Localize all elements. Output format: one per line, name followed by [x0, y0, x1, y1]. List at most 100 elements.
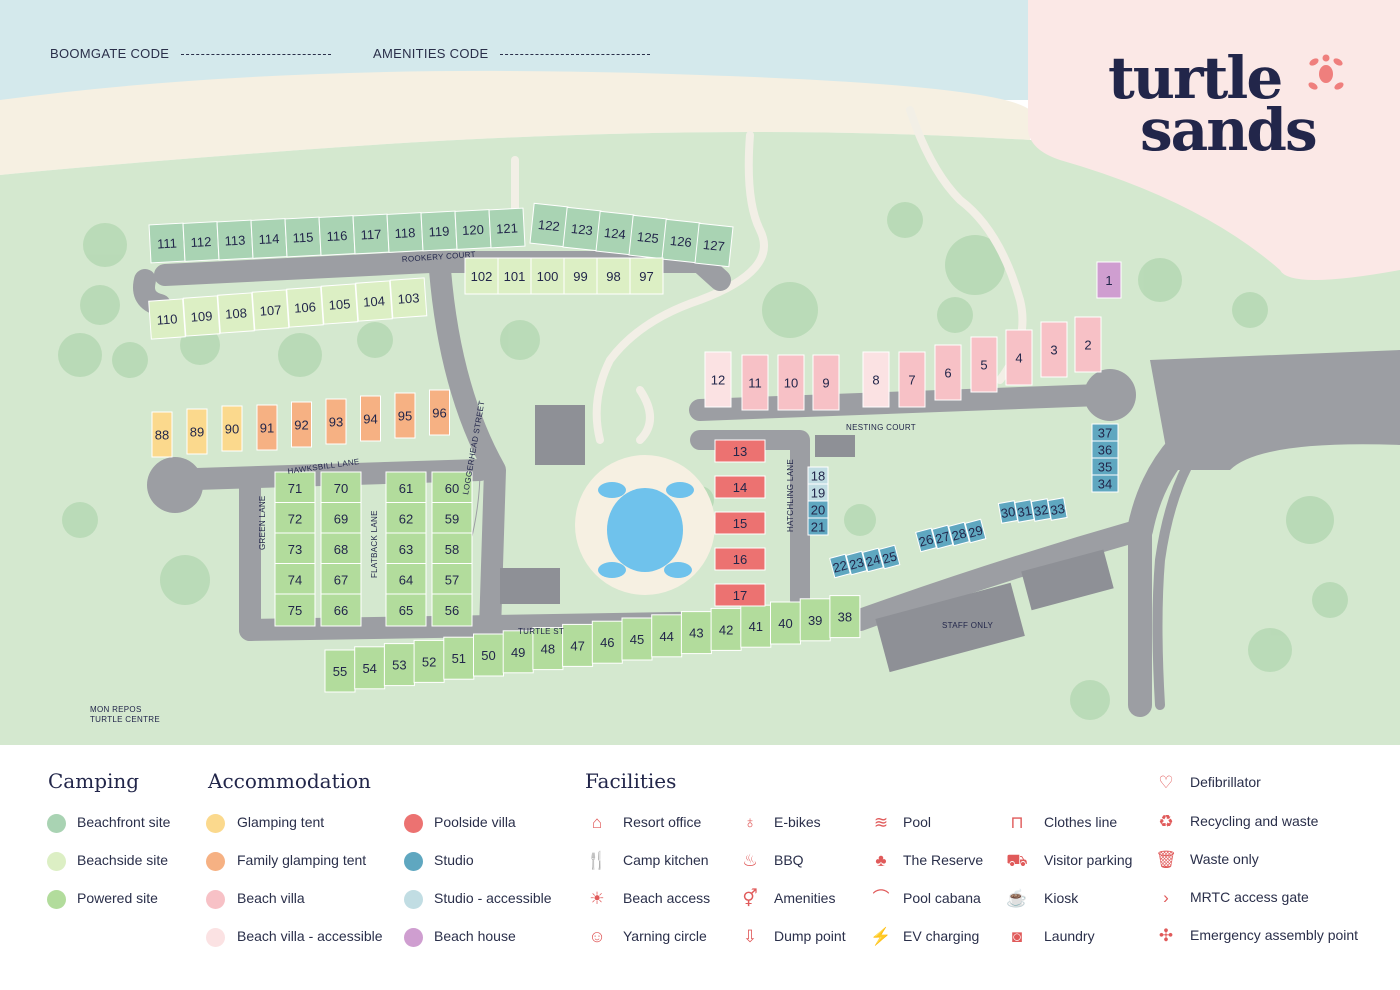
site-123[interactable]: 123: [562, 206, 602, 252]
site-26[interactable]: 26: [915, 527, 937, 553]
site-10[interactable]: 10: [777, 354, 805, 411]
site-109[interactable]: 109: [182, 295, 221, 337]
site-9[interactable]: 9: [812, 354, 840, 411]
site-23[interactable]: 23: [845, 550, 868, 576]
site-68[interactable]: 68: [320, 532, 362, 566]
site-112[interactable]: 112: [182, 221, 220, 262]
site-32[interactable]: 32: [1030, 498, 1052, 522]
site-104[interactable]: 104: [355, 280, 393, 322]
site-91[interactable]: 91: [256, 404, 278, 451]
site-88[interactable]: 88: [151, 411, 173, 458]
site-27[interactable]: 27: [931, 524, 954, 550]
site-48[interactable]: 48: [532, 627, 564, 671]
site-62[interactable]: 62: [385, 502, 427, 535]
site-7[interactable]: 7: [898, 351, 926, 408]
site-5[interactable]: 5: [970, 336, 998, 393]
site-114[interactable]: 114: [250, 218, 288, 259]
site-17[interactable]: 17: [714, 583, 766, 607]
site-38[interactable]: 38: [829, 595, 861, 639]
site-2[interactable]: 2: [1074, 316, 1102, 373]
site-125[interactable]: 125: [628, 214, 668, 260]
site-53[interactable]: 53: [383, 643, 415, 687]
site-35[interactable]: 35: [1091, 457, 1119, 476]
site-71[interactable]: 71: [274, 471, 316, 505]
site-93[interactable]: 93: [325, 398, 347, 445]
site-126[interactable]: 126: [661, 218, 701, 264]
site-47[interactable]: 47: [562, 623, 594, 667]
site-6[interactable]: 6: [934, 344, 962, 401]
site-108[interactable]: 108: [217, 292, 255, 334]
site-11[interactable]: 11: [741, 354, 769, 411]
site-65[interactable]: 65: [385, 593, 427, 627]
site-97[interactable]: 97: [629, 257, 664, 295]
site-36[interactable]: 36: [1091, 440, 1119, 459]
site-74[interactable]: 74: [274, 563, 316, 596]
site-111[interactable]: 111: [148, 222, 186, 264]
site-121[interactable]: 121: [488, 207, 526, 249]
site-118[interactable]: 118: [386, 212, 424, 253]
site-69[interactable]: 69: [320, 502, 362, 535]
site-57[interactable]: 57: [431, 563, 473, 596]
site-12[interactable]: 12: [704, 351, 732, 408]
site-1[interactable]: 1: [1096, 261, 1122, 299]
boomgate-code-line[interactable]: [181, 54, 332, 56]
site-20[interactable]: 20: [807, 500, 829, 519]
site-51[interactable]: 51: [443, 636, 475, 680]
site-72[interactable]: 72: [274, 502, 316, 535]
site-45[interactable]: 45: [621, 617, 653, 661]
site-44[interactable]: 44: [651, 614, 683, 658]
site-75[interactable]: 75: [274, 593, 316, 627]
site-58[interactable]: 58: [431, 532, 473, 566]
site-56[interactable]: 56: [431, 593, 473, 627]
site-60[interactable]: 60: [431, 471, 473, 505]
site-4[interactable]: 4: [1005, 329, 1033, 386]
site-120[interactable]: 120: [454, 209, 492, 250]
site-33[interactable]: 33: [1047, 497, 1068, 521]
site-21[interactable]: 21: [807, 517, 829, 536]
site-73[interactable]: 73: [274, 532, 316, 566]
site-67[interactable]: 67: [320, 563, 362, 596]
site-94[interactable]: 94: [360, 395, 381, 442]
site-46[interactable]: 46: [591, 620, 623, 664]
site-40[interactable]: 40: [770, 601, 801, 645]
site-106[interactable]: 106: [286, 286, 324, 328]
site-29[interactable]: 29: [964, 518, 987, 544]
site-18[interactable]: 18: [807, 466, 829, 485]
site-92[interactable]: 92: [291, 401, 312, 448]
site-122[interactable]: 122: [529, 202, 569, 248]
site-31[interactable]: 31: [1014, 499, 1035, 523]
site-37[interactable]: 37: [1091, 423, 1119, 442]
site-34[interactable]: 34: [1091, 474, 1119, 493]
site-66[interactable]: 66: [320, 593, 362, 627]
site-3[interactable]: 3: [1040, 321, 1068, 378]
site-14[interactable]: 14: [714, 475, 766, 499]
site-99[interactable]: 99: [563, 257, 598, 295]
site-127[interactable]: 127: [694, 222, 734, 268]
site-107[interactable]: 107: [251, 289, 290, 331]
site-101[interactable]: 101: [497, 257, 532, 295]
site-42[interactable]: 42: [710, 607, 742, 651]
site-70[interactable]: 70: [320, 471, 362, 505]
site-30[interactable]: 30: [997, 500, 1019, 524]
site-54[interactable]: 54: [354, 646, 386, 690]
site-105[interactable]: 105: [320, 283, 359, 325]
site-89[interactable]: 89: [186, 408, 208, 455]
site-63[interactable]: 63: [385, 532, 427, 566]
site-22[interactable]: 22: [829, 553, 851, 579]
site-39[interactable]: 39: [799, 598, 831, 642]
site-110[interactable]: 110: [148, 298, 186, 340]
site-41[interactable]: 41: [740, 604, 772, 648]
site-103[interactable]: 103: [389, 277, 428, 319]
site-24[interactable]: 24: [862, 547, 884, 573]
site-15[interactable]: 15: [714, 511, 766, 535]
site-28[interactable]: 28: [948, 521, 970, 547]
site-43[interactable]: 43: [680, 611, 712, 655]
site-16[interactable]: 16: [714, 547, 766, 571]
site-52[interactable]: 52: [413, 639, 445, 683]
site-95[interactable]: 95: [394, 392, 416, 439]
site-90[interactable]: 90: [221, 405, 243, 452]
site-115[interactable]: 115: [284, 216, 322, 258]
site-59[interactable]: 59: [431, 502, 473, 535]
site-49[interactable]: 49: [502, 630, 534, 674]
site-113[interactable]: 113: [216, 219, 254, 261]
